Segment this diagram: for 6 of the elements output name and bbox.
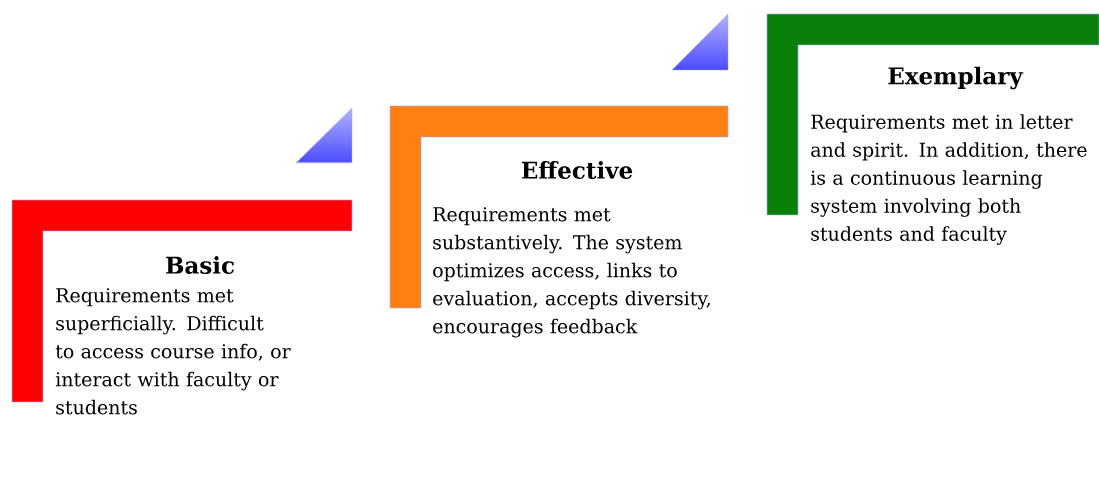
step-description: Requirements met in letter and spirit. In addition, there is a continuous learning system involving both students and faculty (810, 114, 1087, 245)
step-description: Requirements met superficially. Difficult to access course info, or interact with faculty or students (55, 288, 291, 415)
step-heading: Effective (521, 161, 633, 179)
step-heading: Basic (166, 256, 234, 274)
step-description: Requirements met substantively. The system optimizes access, links to evaluation, accepts diversity, encourages feedback (433, 207, 710, 338)
step-heading: Exemplary (888, 66, 1024, 90)
